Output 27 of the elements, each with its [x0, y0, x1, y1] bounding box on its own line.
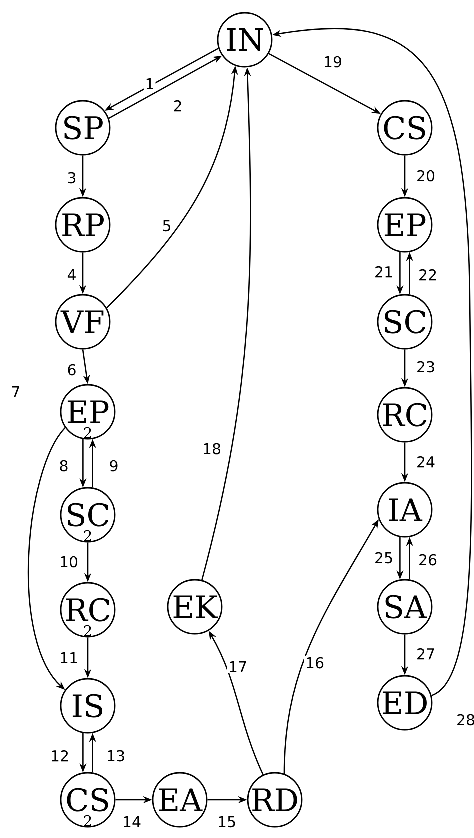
edge-label: 27: [415, 647, 437, 661]
edge-label: 7: [10, 386, 22, 398]
edge-label: 16: [304, 656, 326, 670]
edge-label: 20: [415, 169, 437, 183]
edge-label: 25: [373, 551, 395, 565]
edge-label: 11: [58, 652, 80, 664]
edge-label: 17: [227, 660, 249, 674]
edge-label: 8: [58, 459, 70, 473]
edge-label: 15: [216, 815, 238, 829]
edge-label: 18: [201, 442, 223, 456]
edge-label: 6: [66, 363, 78, 377]
edge-label: 21: [373, 265, 395, 279]
edge-label: 23: [415, 360, 437, 374]
edge-label: 9: [108, 459, 120, 473]
edge-label: 24: [415, 455, 437, 469]
edge-label: 12: [49, 749, 71, 763]
edge-label: 10: [58, 555, 80, 569]
edge-label: 4: [66, 268, 78, 282]
edge-label: 22: [417, 268, 439, 282]
edge-label: 14: [121, 816, 143, 828]
edge-label: 1: [144, 78, 156, 90]
edge-label: 19: [322, 55, 344, 69]
edge-label: 5: [161, 219, 173, 233]
edge-label: 26: [417, 553, 439, 567]
edge-label: 3: [66, 171, 78, 185]
edge-label: 13: [105, 749, 127, 763]
edge-label: 2: [172, 99, 184, 113]
